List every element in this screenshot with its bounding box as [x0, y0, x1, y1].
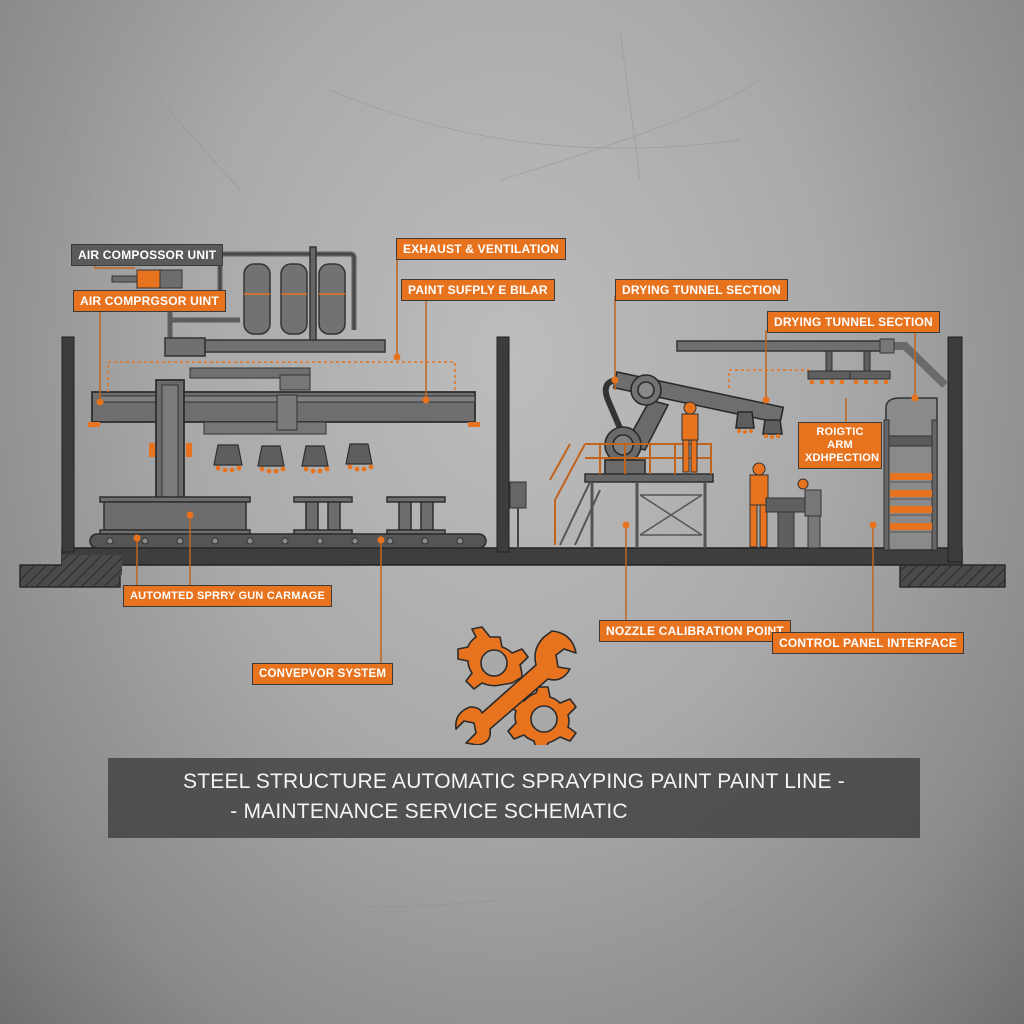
label-air-compressor-top: AIR COMPOSSOR UNIT: [71, 244, 224, 266]
label-nozzle-calibration: NOZZLE CALIBRATION POINT: [599, 620, 791, 642]
label-paint-supply: PAINT SUFPLY E BILAR: [401, 279, 555, 301]
label-air-compressor: AIR COMPRGSOR UINT: [73, 290, 226, 312]
label-drying-tunnel-1: DRYING TUNNEL SECTION: [615, 279, 788, 301]
label-robotic-arm-inspection: ROIGTIC ARM XDHPECTION: [798, 422, 882, 469]
label-control-panel: CONTROL PANEL INTERFACE: [772, 632, 964, 654]
label-drying-tunnel-2: DRYING TUNNEL SECTION: [767, 311, 940, 333]
label-spray-gun-carriage: AUTOMTED SPRRY GUN CARMAGE: [123, 585, 333, 607]
wrench-gear-icon: [454, 626, 577, 745]
title-line-1: STEEL STRUCTURE AUTOMATIC SPRAYPING PAIN…: [183, 770, 845, 793]
label-exhaust-ventilation: EXHAUST & VENTILATION: [396, 238, 566, 260]
air-compressor-unit: [111, 269, 183, 289]
title-banner: STEEL STRUCTURE AUTOMATIC SPRAYPING PAIN…: [108, 758, 920, 838]
title-line-2: - MAINTENANCE SERVICE SCHEMATIC: [230, 800, 628, 823]
label-conveyor-system: CONVEPVOR SYSTEM: [252, 663, 394, 685]
